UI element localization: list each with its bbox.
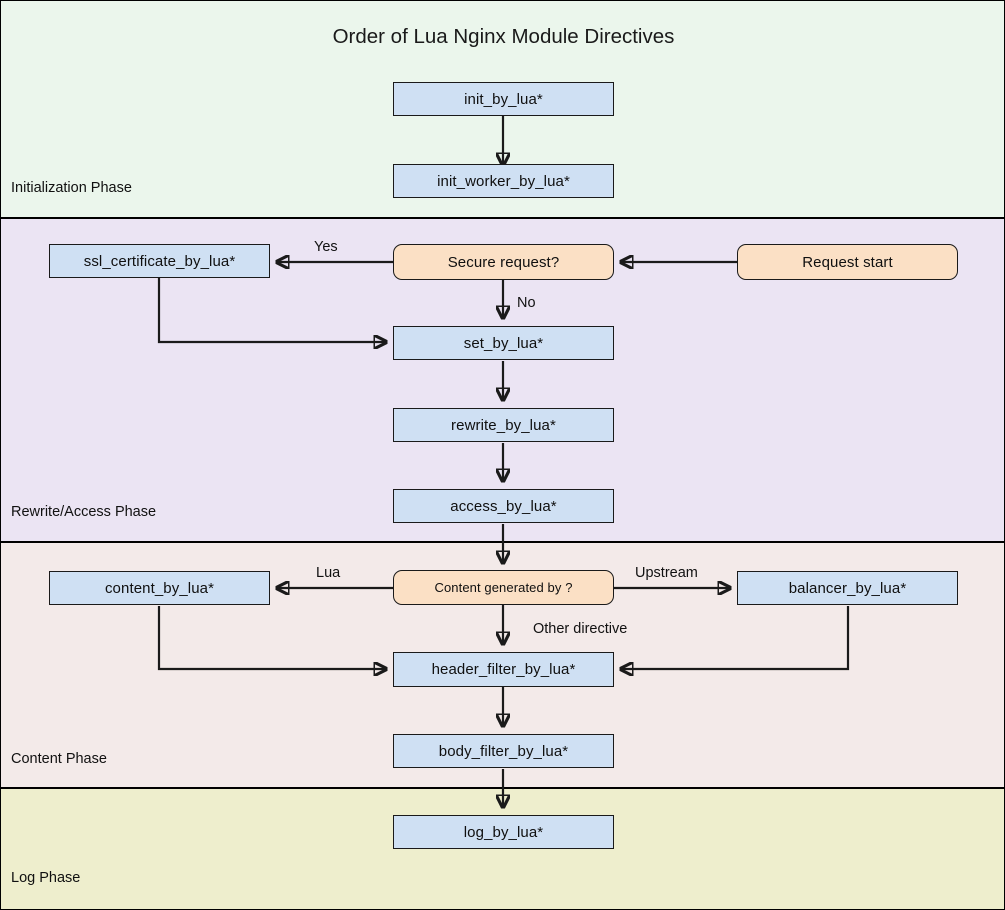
phase-label-log: Log Phase (11, 870, 81, 886)
edge-label-other-directive: Other directive (533, 621, 628, 637)
node-init-by-lua[interactable]: init_by_lua* (393, 82, 614, 116)
phase-label-content: Content Phase (11, 751, 107, 767)
node-log-by-lua[interactable]: log_by_lua* (393, 815, 614, 849)
phase-label-initialization: Initialization Phase (11, 180, 132, 196)
edge-label-no: No (517, 295, 536, 311)
node-access-by-lua[interactable]: access_by_lua* (393, 489, 614, 523)
node-header-filter-by-lua[interactable]: header_filter_by_lua* (393, 652, 614, 687)
phase-label-rewrite-access: Rewrite/Access Phase (11, 504, 157, 520)
page-title: Order of Lua Nginx Module Directives (332, 25, 675, 48)
node-set-by-lua[interactable]: set_by_lua* (393, 326, 614, 360)
edge-label-yes: Yes (314, 239, 338, 255)
node-body-filter-by-lua[interactable]: body_filter_by_lua* (393, 734, 614, 768)
node-request-start[interactable]: Request start (737, 244, 958, 280)
node-content-generated-by[interactable]: Content generated by ? (393, 570, 614, 605)
node-rewrite-by-lua[interactable]: rewrite_by_lua* (393, 408, 614, 442)
node-secure-request[interactable]: Secure request? (393, 244, 614, 280)
node-init-worker-by-lua[interactable]: init_worker_by_lua* (393, 164, 614, 198)
edge-label-lua: Lua (316, 565, 341, 581)
node-balancer-by-lua[interactable]: balancer_by_lua* (737, 571, 958, 605)
phase-band-log (1, 789, 1004, 909)
node-content-by-lua[interactable]: content_by_lua* (49, 571, 270, 605)
edge-label-upstream: Upstream (635, 565, 698, 581)
node-ssl-certificate-by-lua[interactable]: ssl_certificate_by_lua* (49, 244, 270, 278)
